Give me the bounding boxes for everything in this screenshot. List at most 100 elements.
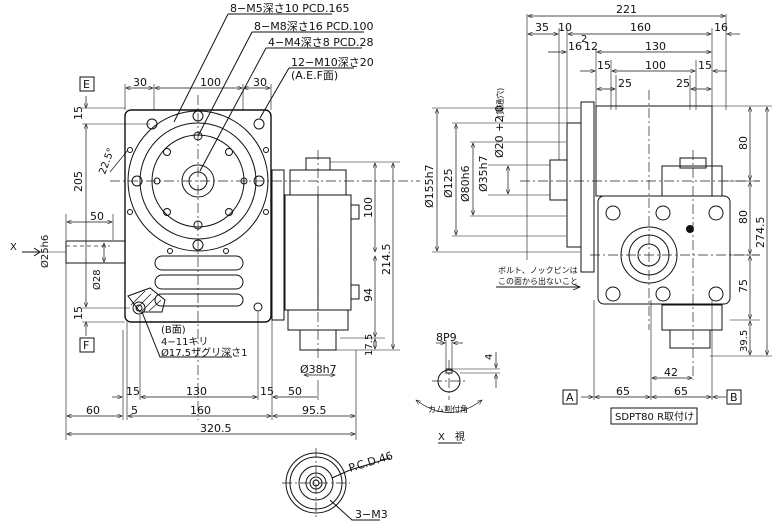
rib-slot-2 [154,274,244,290]
side-gearbox [597,195,731,305]
dim-bottom-50: 50 [288,385,302,398]
dim-35: 35 [535,21,549,34]
dim-205: 205 [72,171,85,192]
callout-pcd28: 4−M4深さ8 PCD.28 [268,36,373,49]
dim-15-side-left: 15 [597,59,611,72]
dim-221: 221 [616,3,637,16]
rib-slot-1 [154,255,244,271]
dim-15-bottom: 15 [72,306,85,320]
dim-12: 12 [584,40,598,53]
dim-75: 75 [737,279,750,293]
dim-dia20: Ø20 +2 0 [493,105,506,158]
labels: 8−M5深さ10 PCD.165 8−M8深さ16 PCD.100 4−M4深さ… [10,2,767,521]
svg-text:E: E [83,78,90,91]
dim-dia25: Ø25h6 [39,235,51,268]
dim-2: 2 [581,34,587,45]
callout-b-counterbore: Ø17.5ザグリ深さ1 [161,346,248,359]
dim-65-left: 65 [616,385,630,398]
x-view [416,340,500,444]
dim-motor-175: 17.5 [364,334,375,356]
dim-motor-2145: 214.5 [380,244,393,276]
b-face-hole [132,301,146,315]
dim-25-left: 25 [618,77,632,90]
dim-shaft-50: 50 [90,210,104,223]
side-upper-body [595,105,713,197]
callout-pcd165: 8−M5深さ10 PCD.165 [230,2,349,15]
leader-pcd28 [199,47,267,172]
svg-text:A: A [566,391,574,404]
dim-15-side-right: 15 [698,59,712,72]
x-view-label: X 視 [438,430,465,443]
side-flange-1 [566,122,582,248]
leader-pcd165 [173,13,229,123]
dim-motor-100: 100 [362,197,375,218]
dim-100-side: 100 [645,59,666,72]
svg-text:B: B [730,391,738,404]
leader-pcd100 [197,31,253,137]
pcd46-label: P.C.D.46 [347,449,394,475]
callout-pcd100: 8−M8深さ16 PCD.100 [254,20,373,33]
dim-2745: 274.5 [754,217,767,249]
datum-a: A [562,389,578,405]
x-arrow-label: X [10,242,17,253]
bolt-holes [127,110,269,254]
section-hatch [127,287,166,313]
dim-42: 42 [664,366,678,379]
rib-slot-3 [154,293,244,307]
title-box: SDPT80 R取付け [610,407,698,425]
datum-e: E [79,76,95,92]
dim-bottom-15-left: 15 [126,385,140,398]
key-depth-label: 4 [484,354,495,360]
svg-text:F: F [83,339,89,352]
side-view [432,14,772,400]
dim-dia38: Ø38h7 [300,363,337,376]
leader-m10 [259,67,290,119]
dim-80-mid: 80 [737,210,750,224]
input-shaft [65,240,126,264]
dim-16: 16 [568,40,582,53]
front-view [22,13,420,440]
dim-bottom-60: 60 [86,404,100,417]
callout-m10-faces: (A.E.F面) [291,69,338,82]
bolt-note-2: この面から出ないこと [498,276,578,286]
cam-angle-label: カム割付角 [428,404,468,414]
dim-bottom-130: 130 [186,385,207,398]
adapter-plate [271,169,285,321]
dim-395: 39.5 [739,330,750,352]
dim-80-top: 80 [737,136,750,150]
dim-bottom-5: 5 [131,404,138,417]
dim-bottom-955: 95.5 [302,404,327,417]
dim-bottom-3205: 320.5 [200,422,232,435]
dim-angle: 22.5° [97,147,117,176]
dim-30-right: 30 [253,76,267,89]
dim-dia80: Ø80h6 [459,165,472,202]
dim-130-side: 130 [645,40,666,53]
callout-m10: 12−M10深さ20 [291,56,374,69]
keyway-label: 8P9 [436,331,457,344]
dim-bottom-15-right: 15 [260,385,274,398]
dim-16-right: 16 [714,21,728,34]
dim-dia125: Ø125 [442,168,455,198]
dim-10: 10 [558,21,572,34]
title-label: SDPT80 R取付け [615,410,694,423]
callout-b-face: (B面) [161,325,186,336]
through-hole-label: (貫通穴) [495,88,505,118]
dim-100-top: 100 [200,76,221,89]
side-shaft [549,159,568,201]
callout-b-drill: 4−11キリ [161,337,208,348]
dim-dia28: Ø28 [91,269,103,290]
dim-bottom-160: 160 [190,404,211,417]
m3-label: 3−M3 [355,508,388,521]
datum-f: F [79,337,95,353]
datum-b: B [726,389,742,405]
dim-25-right: 25 [676,77,690,90]
dim-65-right: 65 [674,385,688,398]
dim-15-top: 15 [72,106,85,120]
dim-dia35: Ø35h7 [477,155,490,192]
bolt-note-1: ボルト、ノックピンは [498,266,578,275]
dim-30-left: 30 [133,76,147,89]
dim-motor-94: 94 [362,288,375,302]
dim-dia155: Ø155h7 [423,164,436,208]
side-flange-2 [580,101,595,273]
output-detail-view [282,448,391,521]
